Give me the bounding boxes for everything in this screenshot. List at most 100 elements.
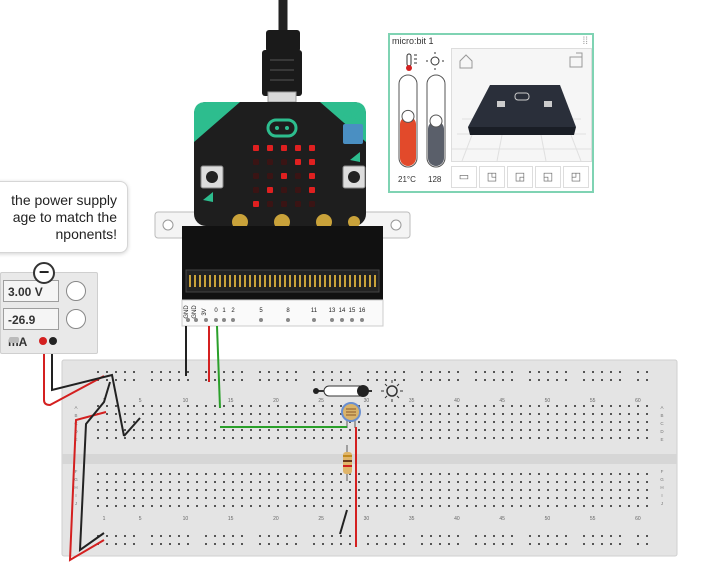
- led: [281, 201, 287, 207]
- row-letter: D: [660, 429, 664, 434]
- column-number: 1: [103, 516, 106, 522]
- button-b[interactable]: [348, 171, 360, 183]
- tilt-forward-icon[interactable]: ◱: [535, 166, 561, 188]
- led-matrix: [253, 145, 315, 207]
- row-letter: B: [660, 413, 663, 418]
- row-letter: B: [74, 413, 77, 418]
- column-number: 55: [590, 516, 596, 522]
- pin-label: 0: [214, 308, 218, 314]
- column-number: 20: [273, 516, 279, 522]
- tooltip-line-3: nponents!: [55, 226, 118, 242]
- row-letter: F: [661, 469, 664, 474]
- led: [281, 187, 287, 193]
- column-number: 50: [545, 398, 551, 404]
- row-letter: G: [74, 477, 78, 482]
- column-number: 45: [499, 516, 505, 522]
- column-number: 35: [409, 398, 415, 404]
- row-letter: C: [660, 421, 664, 426]
- row-letter: J: [661, 501, 663, 506]
- led: [253, 201, 259, 207]
- pin-label: 1: [222, 308, 226, 314]
- column-number: 30: [364, 398, 370, 404]
- led: [309, 159, 315, 165]
- tilt-right-icon[interactable]: ◲: [507, 166, 533, 188]
- wire-rail-black: [78, 381, 111, 553]
- column-number: 25: [318, 398, 324, 404]
- voltage-knob[interactable]: [66, 281, 86, 301]
- microbit-sim-panel: micro:bit 1 ⁞⁞ 21°C 128: [388, 33, 594, 193]
- hint-tooltip: the power supply age to match the nponen…: [0, 181, 128, 253]
- column-number: 15: [228, 516, 234, 522]
- resistor[interactable]: [343, 445, 352, 481]
- pin-label: 11: [311, 308, 318, 314]
- tilt-icon[interactable]: ▭: [451, 166, 477, 188]
- wires[interactable]: [43, 325, 357, 562]
- column-number: 45: [499, 398, 505, 404]
- led: [281, 173, 287, 179]
- wire-rail-red: [68, 411, 107, 562]
- led: [295, 201, 301, 207]
- current-knob[interactable]: [66, 309, 86, 329]
- tooltip-line-1: the power supply: [11, 192, 117, 208]
- reset-button[interactable]: [343, 124, 363, 144]
- row-letter: F: [75, 469, 78, 474]
- led: [309, 173, 315, 179]
- wire-jumper: [123, 417, 141, 437]
- led: [267, 173, 273, 179]
- pin-label: 8: [286, 308, 290, 314]
- rotate-icon[interactable]: [569, 52, 583, 68]
- row-letter: H: [74, 485, 77, 490]
- led: [267, 159, 273, 165]
- column-number: 40: [454, 516, 460, 522]
- power-switch[interactable]: [9, 337, 19, 343]
- sensor-sliders: [398, 52, 446, 168]
- wire-res-gnd: [339, 509, 348, 535]
- pin-label: 16: [359, 308, 366, 314]
- temperature-value: 21°C: [398, 175, 416, 184]
- pin-label: 14: [339, 308, 346, 314]
- light-slider[interactable]: [313, 380, 403, 402]
- sun-icon: [426, 52, 444, 70]
- led: [267, 187, 273, 193]
- column-number: 30: [364, 516, 370, 522]
- sim-panel-title: micro:bit 1: [392, 36, 434, 46]
- led: [295, 145, 301, 151]
- tooltip-line-2: age to match the: [12, 209, 117, 225]
- column-number: 20: [273, 398, 279, 404]
- wire-psu-black: [51, 344, 125, 437]
- led: [295, 187, 301, 193]
- column-number: 35: [409, 516, 415, 522]
- negative-terminal[interactable]: [49, 337, 57, 345]
- row-letter: H: [660, 485, 663, 490]
- tilt-left-icon[interactable]: ◳: [479, 166, 505, 188]
- led: [295, 173, 301, 179]
- power-supply[interactable]: 3.00 V -26.9 mA: [0, 272, 98, 354]
- row-letter: G: [660, 477, 664, 482]
- pin-label: GND: [192, 305, 198, 319]
- row-letter: A: [660, 405, 663, 410]
- pin-label: 3V: [202, 308, 208, 315]
- row-letter: E: [660, 437, 663, 442]
- minus-icon[interactable]: −: [33, 262, 55, 284]
- led: [309, 201, 315, 207]
- column-number: 60: [635, 516, 641, 522]
- drag-handle[interactable]: ⁞⁞: [582, 36, 588, 47]
- photoresistor[interactable]: [341, 402, 361, 428]
- column-number: 40: [454, 398, 460, 404]
- home-icon[interactable]: [459, 54, 473, 69]
- 3d-view[interactable]: [451, 48, 592, 162]
- pin-label: GND: [184, 305, 190, 319]
- tilt-back-icon[interactable]: ◰: [563, 166, 589, 188]
- row-letter: I: [75, 493, 76, 498]
- column-number: 50: [545, 516, 551, 522]
- button-a[interactable]: [206, 171, 218, 183]
- led: [253, 173, 259, 179]
- led: [309, 187, 315, 193]
- led: [267, 145, 273, 151]
- led: [267, 201, 273, 207]
- led: [281, 145, 287, 151]
- positive-terminal[interactable]: [39, 337, 47, 345]
